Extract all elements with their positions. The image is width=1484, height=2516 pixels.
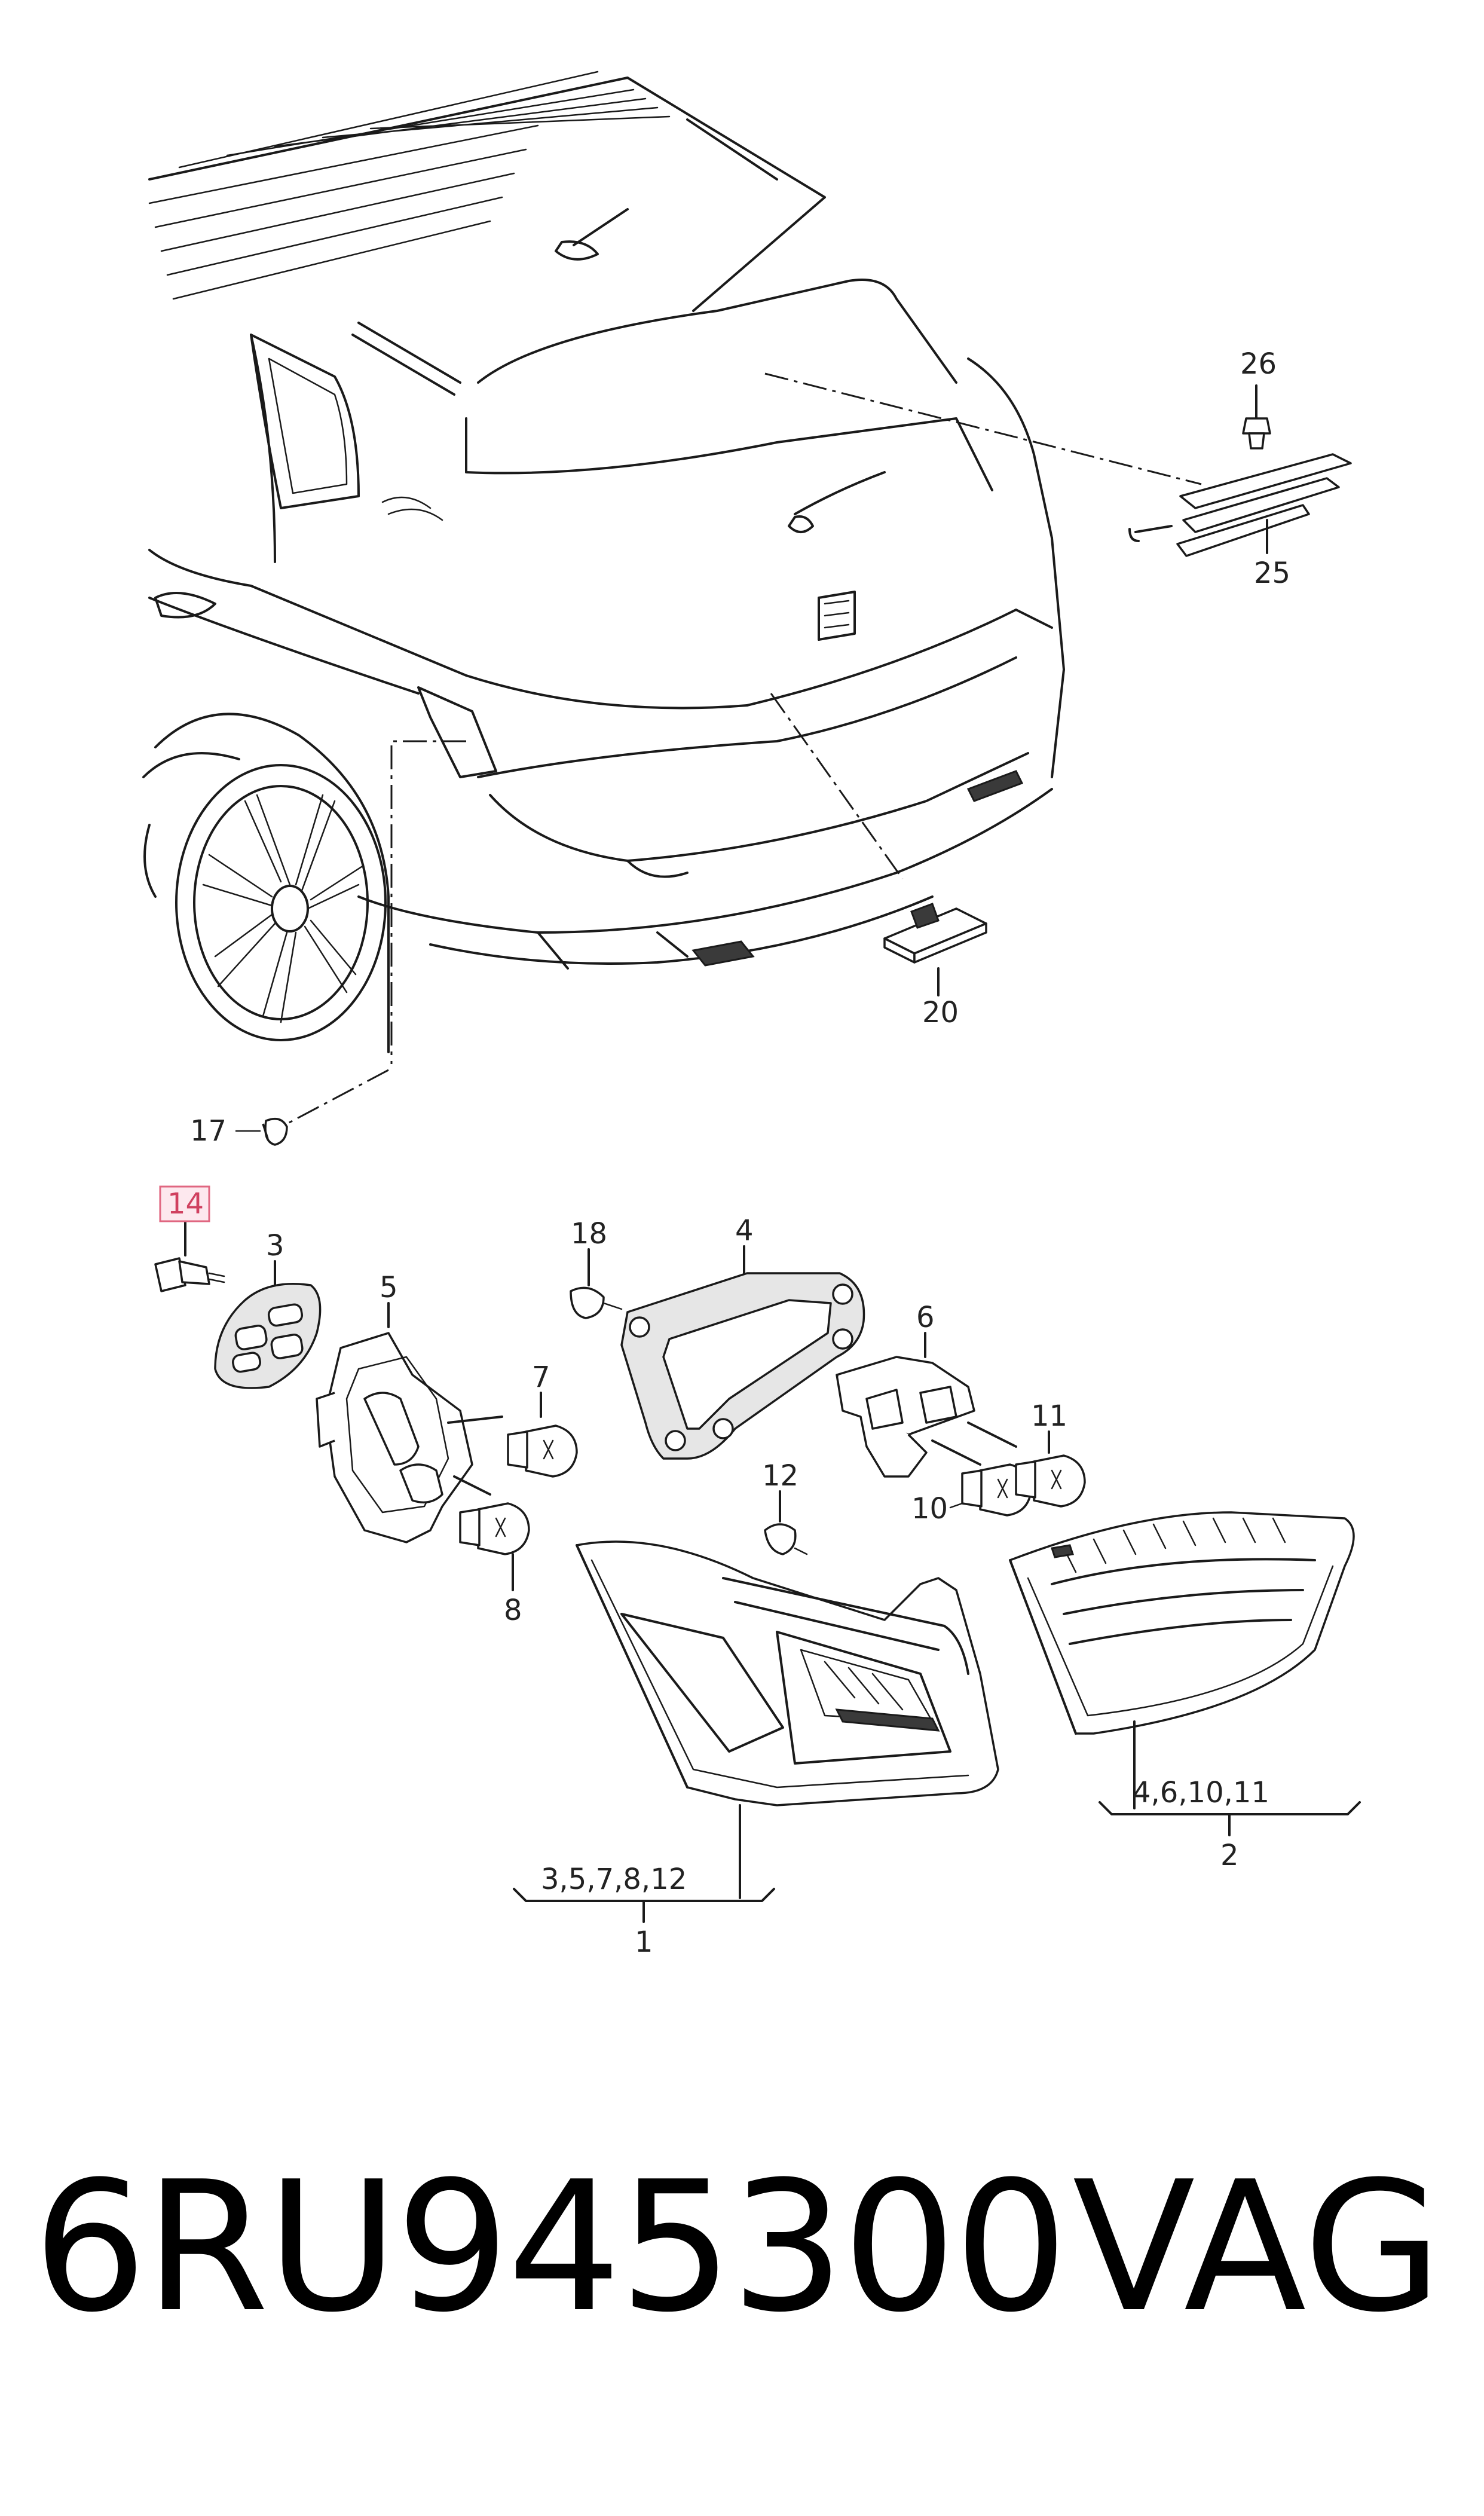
brand-name: VAG xyxy=(1072,2143,1442,2352)
label-25: 25 xyxy=(1254,557,1290,590)
label-20: 20 xyxy=(922,996,959,1029)
part-14-socket xyxy=(154,1221,225,1292)
part-2-inner-taillight xyxy=(1009,1511,1355,1809)
part-26-screw xyxy=(1242,384,1271,450)
label-5: 5 xyxy=(380,1271,398,1304)
label-14: 14 xyxy=(167,1187,204,1221)
part-7-bulb xyxy=(507,1392,578,1478)
label-12: 12 xyxy=(762,1459,798,1493)
label-8: 8 xyxy=(504,1594,522,1627)
footer: 6RU945300 VAG xyxy=(0,2128,1484,2367)
callout-labels: 26 25 20 17 14 3 5 7 8 18 4 6 11 10 12 3… xyxy=(159,347,1290,1959)
label-18: 18 xyxy=(571,1217,607,1251)
label-group-1-contents: 3,5,7,8,12 xyxy=(541,1863,687,1896)
group-brackets xyxy=(513,1801,1361,1923)
part-25-brake-light xyxy=(1128,453,1352,557)
label-26: 26 xyxy=(1240,347,1277,381)
label-11: 11 xyxy=(1031,1399,1067,1433)
part-18-nut xyxy=(570,1248,623,1319)
part-5-bulb-carrier xyxy=(316,1302,503,1543)
part-6-bulb-carrier xyxy=(836,1332,1017,1478)
label-1: 1 xyxy=(635,1925,653,1959)
part-17-clip xyxy=(235,1117,288,1146)
part-8-bulb xyxy=(459,1502,530,1591)
part-number: 6RU945300 xyxy=(33,2143,1068,2352)
label-2: 2 xyxy=(1220,1839,1239,1872)
label-3: 3 xyxy=(266,1229,284,1262)
part-12-clip xyxy=(764,1490,808,1555)
part-4-gasket xyxy=(620,1245,865,1460)
leader-lines xyxy=(286,372,1202,1125)
label-4: 4 xyxy=(735,1214,754,1248)
part-1-outer-taillight xyxy=(576,1540,999,1899)
label-17: 17 xyxy=(190,1114,227,1148)
part-11-bulb xyxy=(1015,1430,1086,1508)
parts-diagram: 26 25 20 17 14 3 5 7 8 18 4 6 11 10 12 3… xyxy=(142,71,1361,1959)
part-20-plate-light xyxy=(883,903,987,996)
label-group-2-contents: 4,6,10,11 xyxy=(1133,1776,1269,1809)
label-14-highlight xyxy=(159,1185,210,1222)
part-3-gasket xyxy=(214,1260,322,1389)
label-6: 6 xyxy=(916,1301,935,1334)
label-7: 7 xyxy=(532,1361,550,1394)
car-illustration xyxy=(142,71,1065,1053)
label-10: 10 xyxy=(911,1492,948,1526)
